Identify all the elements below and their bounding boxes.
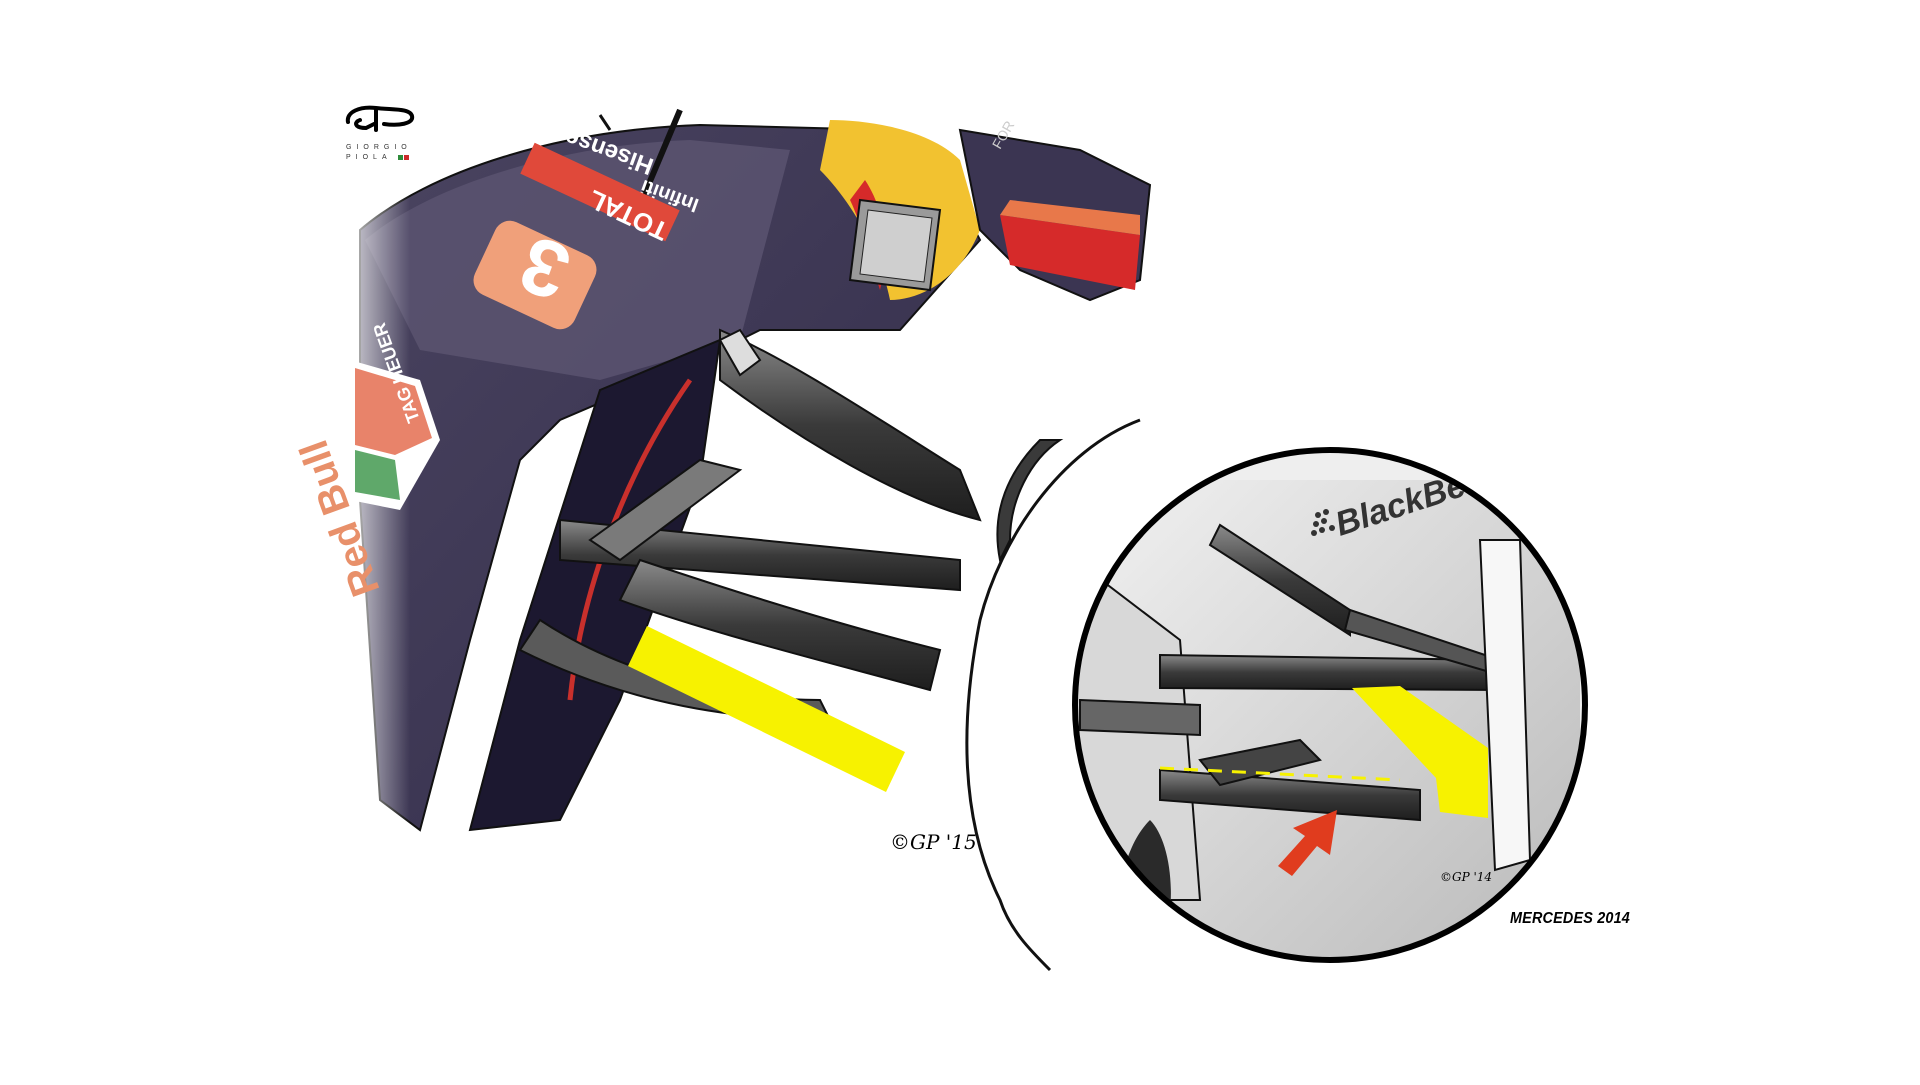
logo-text-piola: PIOLA: [346, 154, 392, 161]
artist-signature-main: ©GP '15: [890, 830, 977, 854]
red-arrow: [1278, 810, 1337, 876]
gp-logo-icon: [345, 105, 415, 132]
highlight-bar-main: [628, 626, 905, 792]
logo-text-giorgio: GIORGIO: [346, 144, 412, 151]
flag-red-icon: [404, 155, 409, 160]
inset-mercedes: BlackBerry: [1072, 447, 1588, 963]
flag-green-icon: [398, 155, 403, 160]
giorgio-piola-logo: GIORGIO PIOLA: [340, 100, 420, 170]
highlight-bar-inset: [1352, 686, 1488, 818]
artist-signature-inset: ©GP '14: [1440, 870, 1493, 884]
inset-caption: MERCEDES 2014: [1510, 910, 1630, 927]
